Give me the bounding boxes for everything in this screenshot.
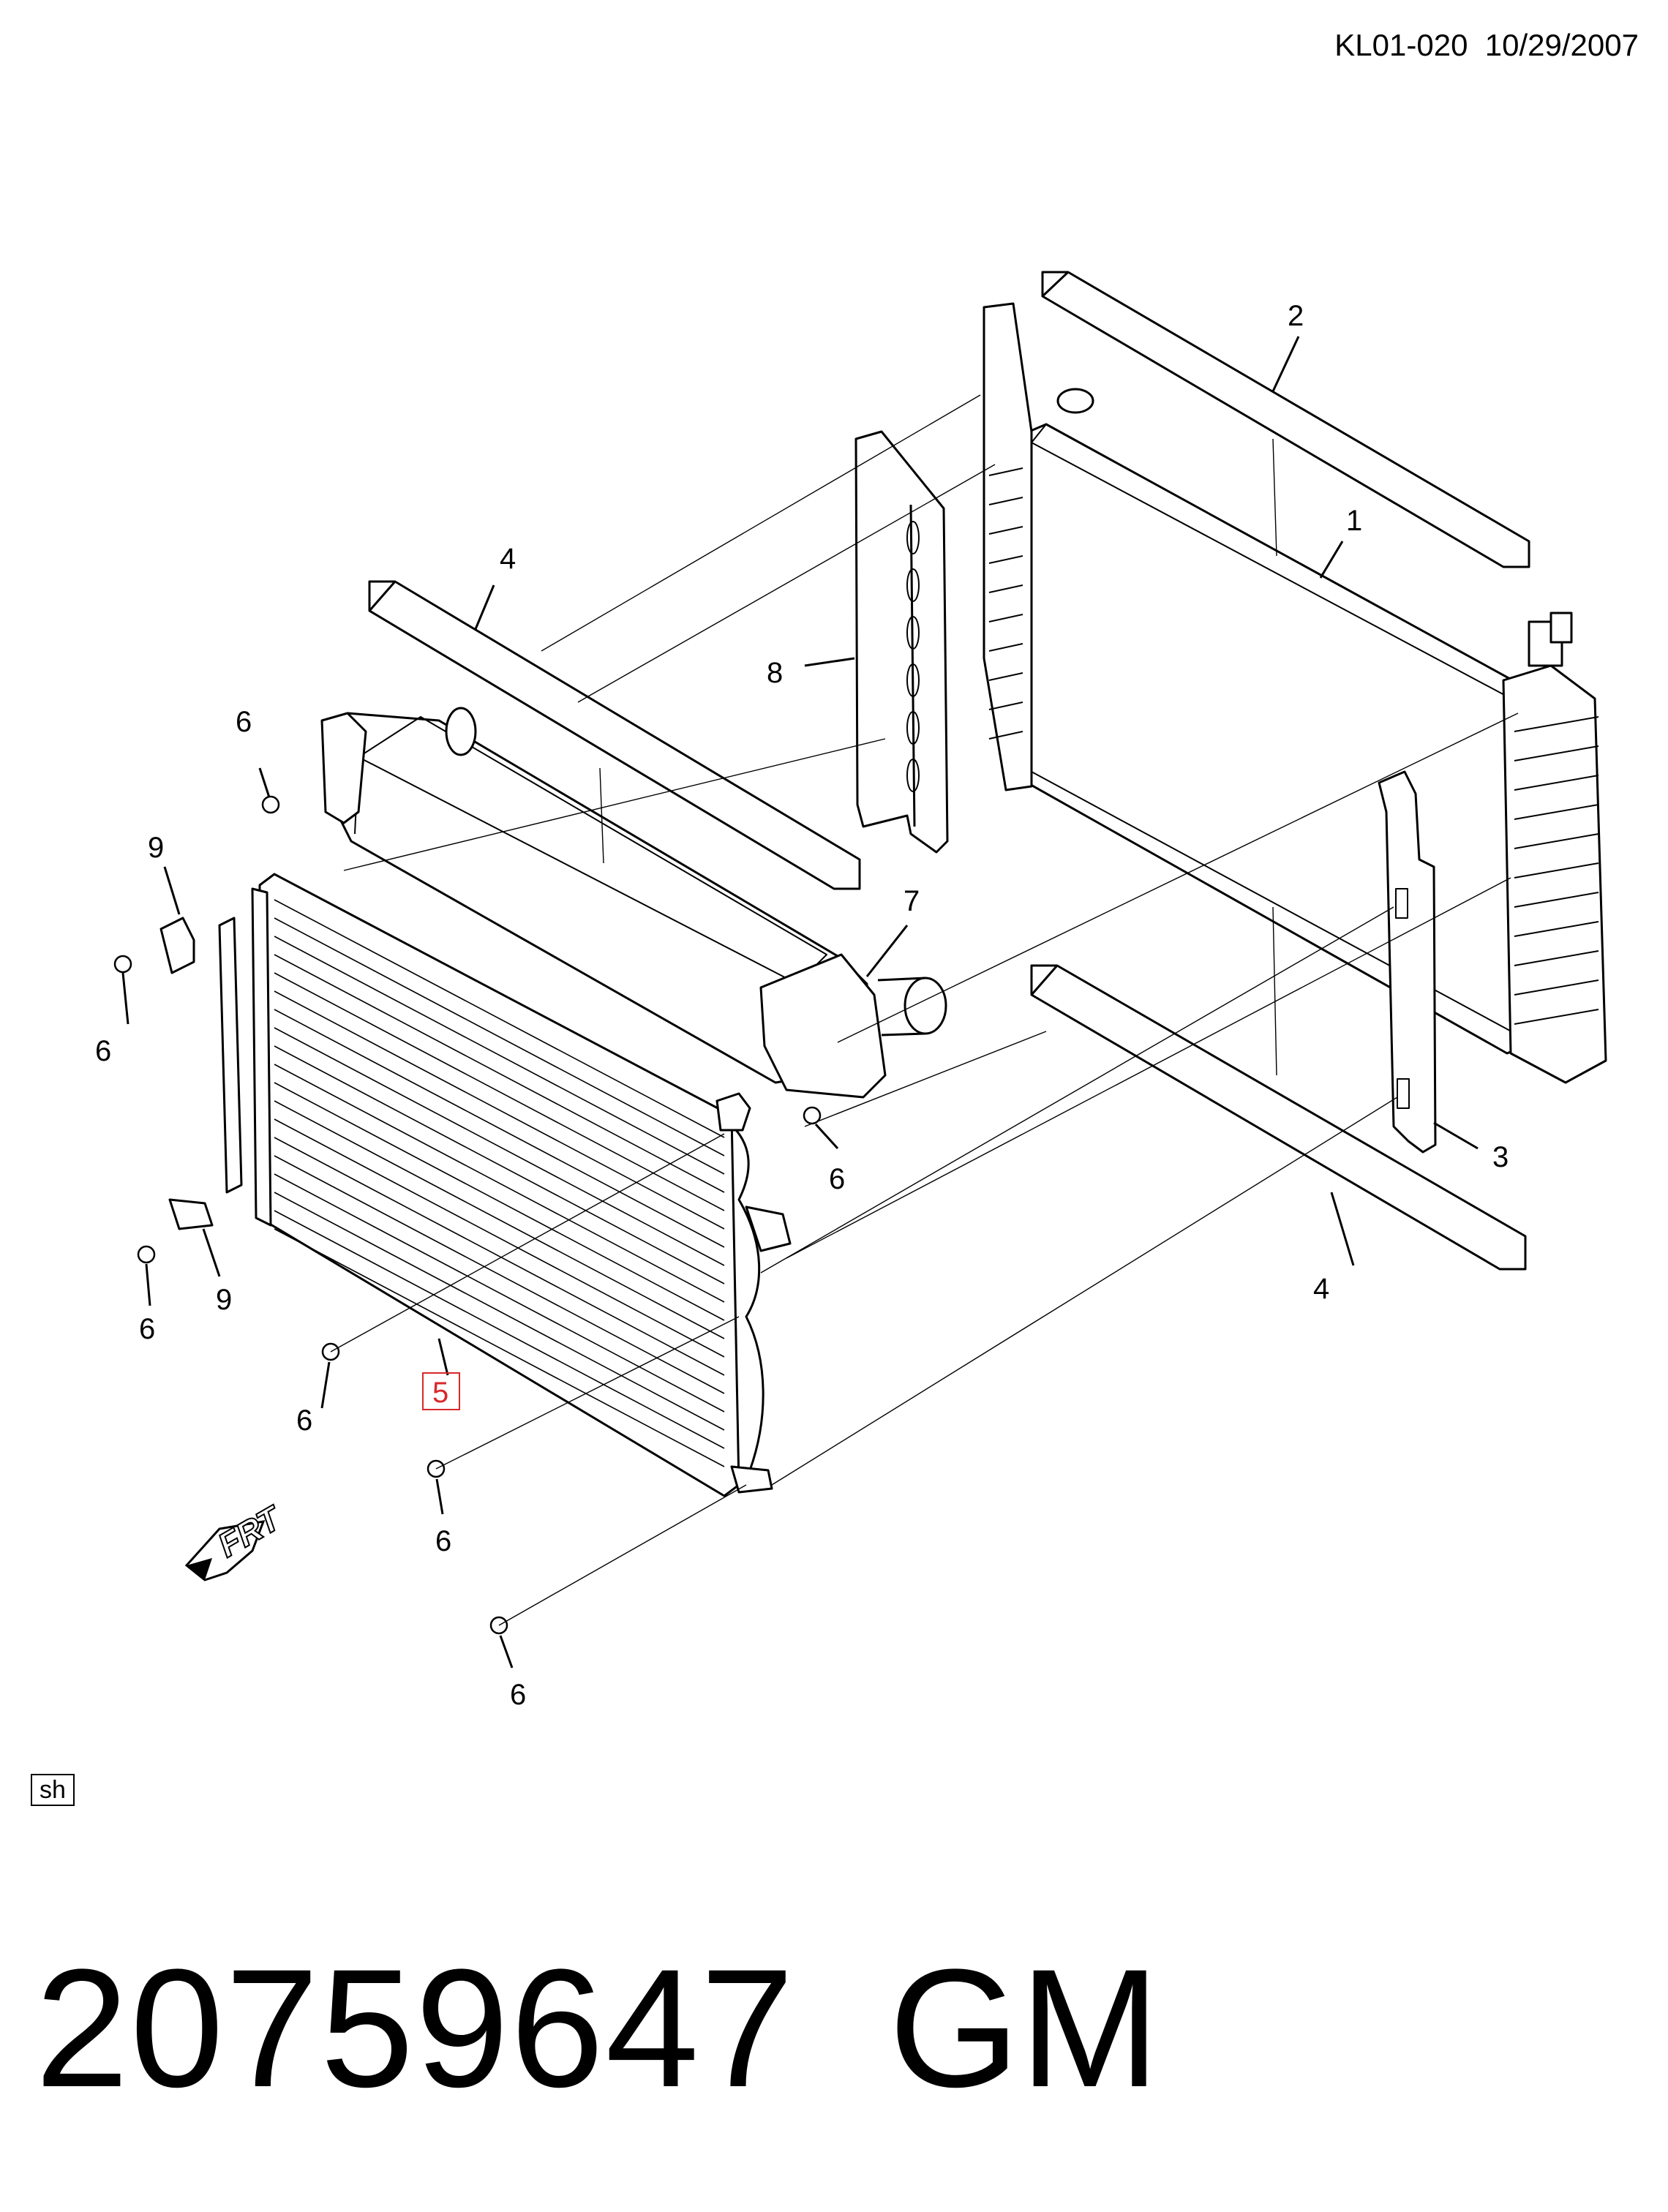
- callout-3: 3: [1492, 1141, 1509, 1173]
- front-direction-arrow: FRT: [184, 1497, 290, 1581]
- part-4-lower-seal: [1030, 964, 1527, 1271]
- part-7-charge-air-cooler: [320, 707, 947, 1099]
- part-9-lower-bracket: [168, 1198, 214, 1230]
- part-9-upper-bracket: [159, 917, 195, 974]
- brand-label: GM: [889, 1934, 1160, 2122]
- callout-9-upper: 9: [148, 832, 164, 864]
- callout-8: 8: [767, 657, 783, 689]
- callout-leaders: [121, 336, 1479, 1669]
- callout-6-bottom: 6: [510, 1679, 526, 1711]
- document-code: KL01-020 10/29/2007: [1334, 28, 1639, 62]
- part-2-upper-seal: [1041, 271, 1530, 568]
- part-5-condenser: [218, 873, 792, 1497]
- callout-6-left-upper: 6: [95, 1035, 111, 1067]
- assembly-guide-lines: [330, 394, 1519, 1626]
- callout-labels: 1 2 3 4 4 6 6 6 6 6 6 6 7 8 9 9 5: [95, 300, 1509, 1711]
- callout-5-boxed: 5: [422, 1372, 460, 1410]
- callout-6-bottom-mid: 6: [435, 1525, 451, 1557]
- callout-1: 1: [1346, 505, 1362, 537]
- callout-7: 7: [904, 885, 920, 917]
- callout-5: 5: [432, 1377, 448, 1409]
- callout-6-bottom-left: 6: [296, 1404, 312, 1437]
- callout-9-lower: 9: [216, 1284, 232, 1316]
- part-8-baffle: [854, 430, 949, 854]
- sheet-tag: sh: [31, 1774, 75, 1806]
- callout-2: 2: [1288, 300, 1304, 332]
- part-6-bolts: [113, 795, 822, 1635]
- callout-6-left-lower: 6: [139, 1313, 155, 1345]
- callout-4-lower: 4: [1313, 1273, 1329, 1305]
- part-4-upper-seal: [368, 580, 861, 890]
- part-3-baffle: [1378, 770, 1437, 1154]
- callout-6-top: 6: [236, 706, 252, 738]
- callout-4-upper: 4: [500, 543, 516, 575]
- part-number: 20759647: [35, 1934, 796, 2122]
- callout-6-mid: 6: [829, 1163, 845, 1195]
